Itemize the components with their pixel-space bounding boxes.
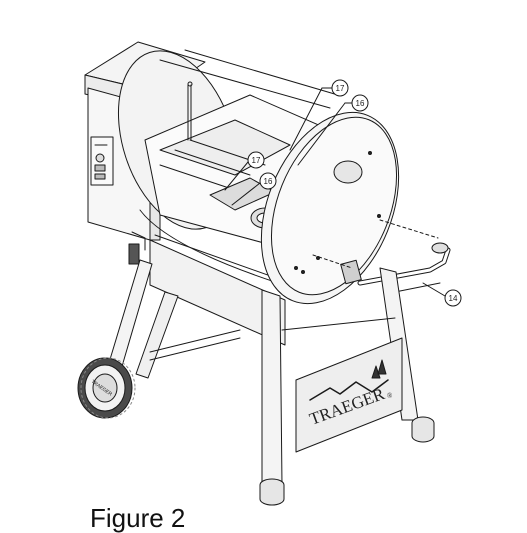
figure-caption: Figure 2 — [90, 503, 186, 533]
callout-label: 16 — [356, 99, 365, 108]
callout-14: 14 — [422, 282, 462, 307]
callout-label: 17 — [252, 156, 261, 165]
dial-knob — [95, 153, 105, 163]
callout-16-mid: 16 — [231, 172, 277, 206]
callout-label: 14 — [449, 294, 458, 303]
callout-17-top: 17 — [289, 79, 349, 151]
front-plaque — [295, 337, 403, 453]
wheel: TRAEGER — [77, 357, 136, 419]
callout-17-mid: 17 — [224, 151, 265, 191]
callout-16-top: 16 — [297, 94, 369, 166]
callout-label: 17 — [336, 84, 345, 93]
callout-label: 16 — [264, 177, 273, 186]
brand-registered-mark: ® — [387, 392, 393, 400]
chimney-hole — [333, 160, 363, 184]
